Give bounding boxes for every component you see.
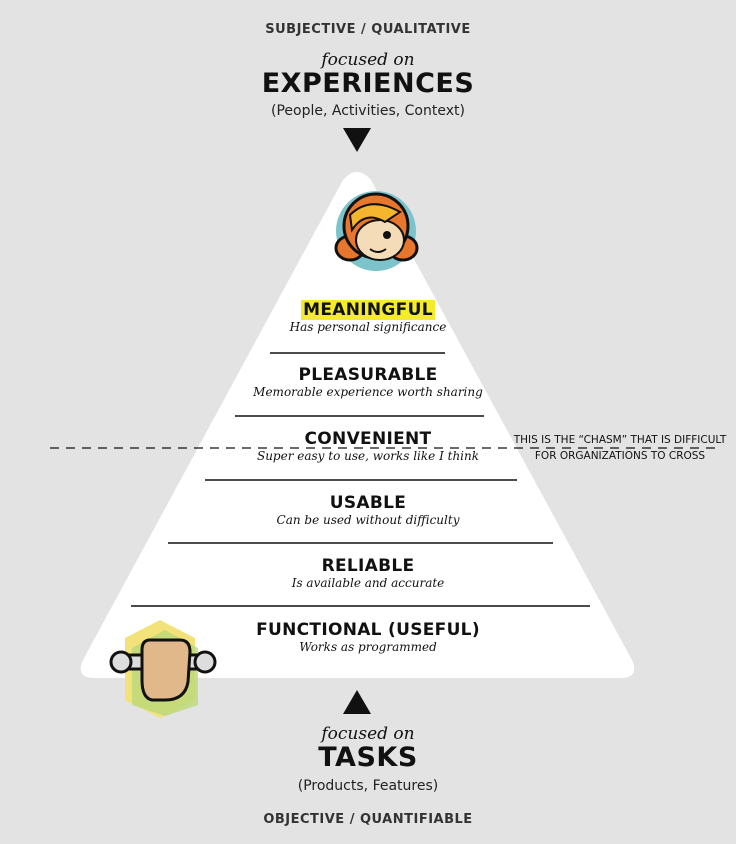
pyramid xyxy=(80,172,635,678)
level-desc: Super easy to use, works like I think xyxy=(256,449,480,463)
level-reliable: RELIABLE Is available and accurate xyxy=(0,556,736,590)
chasm-line-2: FOR ORGANIZATIONS TO CROSS xyxy=(534,450,706,462)
top-focused-label: focused on xyxy=(321,50,415,70)
level-desc: Works as programmed xyxy=(299,640,437,654)
bottom-category: OBJECTIVE / QUANTIFIABLE xyxy=(263,812,473,827)
level-label: USABLE xyxy=(329,493,407,513)
level-convenient: CONVENIENT Super easy to use, works like… xyxy=(0,429,736,463)
fist-wrench-icon xyxy=(109,620,217,718)
bottom-title: TASKS xyxy=(318,742,418,773)
level-desc: Can be used without difficulty xyxy=(276,513,460,527)
bottom-examples: (Products, Features) xyxy=(297,778,439,794)
level-meaningful: MEANINGFUL Has personal significance xyxy=(0,300,736,334)
top-examples: (People, Activities, Context) xyxy=(271,103,465,119)
chasm-note: THIS IS THE “CHASM” THAT IS DIFFICULT FO… xyxy=(505,432,735,464)
arrow-down-icon xyxy=(343,128,371,152)
level-desc: Has personal significance xyxy=(289,320,447,334)
level-label: PLEASURABLE xyxy=(298,365,438,385)
top-category: SUBJECTIVE / QUALITATIVE xyxy=(265,22,471,37)
level-label: CONVENIENT xyxy=(304,429,432,449)
level-desc: Memorable experience worth sharing xyxy=(253,385,483,399)
level-desc: Is available and accurate xyxy=(291,576,445,590)
level-label: MEANINGFUL xyxy=(301,300,435,320)
level-functional: FUNCTIONAL (USEFUL) Works as programmed xyxy=(0,620,736,654)
level-label: RELIABLE xyxy=(321,556,415,576)
top-title: EXPERIENCES xyxy=(261,68,475,99)
level-label: FUNCTIONAL (USEFUL) xyxy=(256,620,480,640)
bottom-focused-label: focused on xyxy=(321,724,415,744)
arrow-up-icon xyxy=(343,690,371,714)
girl-face-icon xyxy=(334,191,419,271)
level-usable: USABLE Can be used without difficulty xyxy=(0,493,736,527)
level-dividers xyxy=(131,352,590,607)
level-pleasurable: PLEASURABLE Memorable experience worth s… xyxy=(0,365,736,399)
chasm-line-1: THIS IS THE “CHASM” THAT IS DIFFICULT xyxy=(513,434,727,446)
